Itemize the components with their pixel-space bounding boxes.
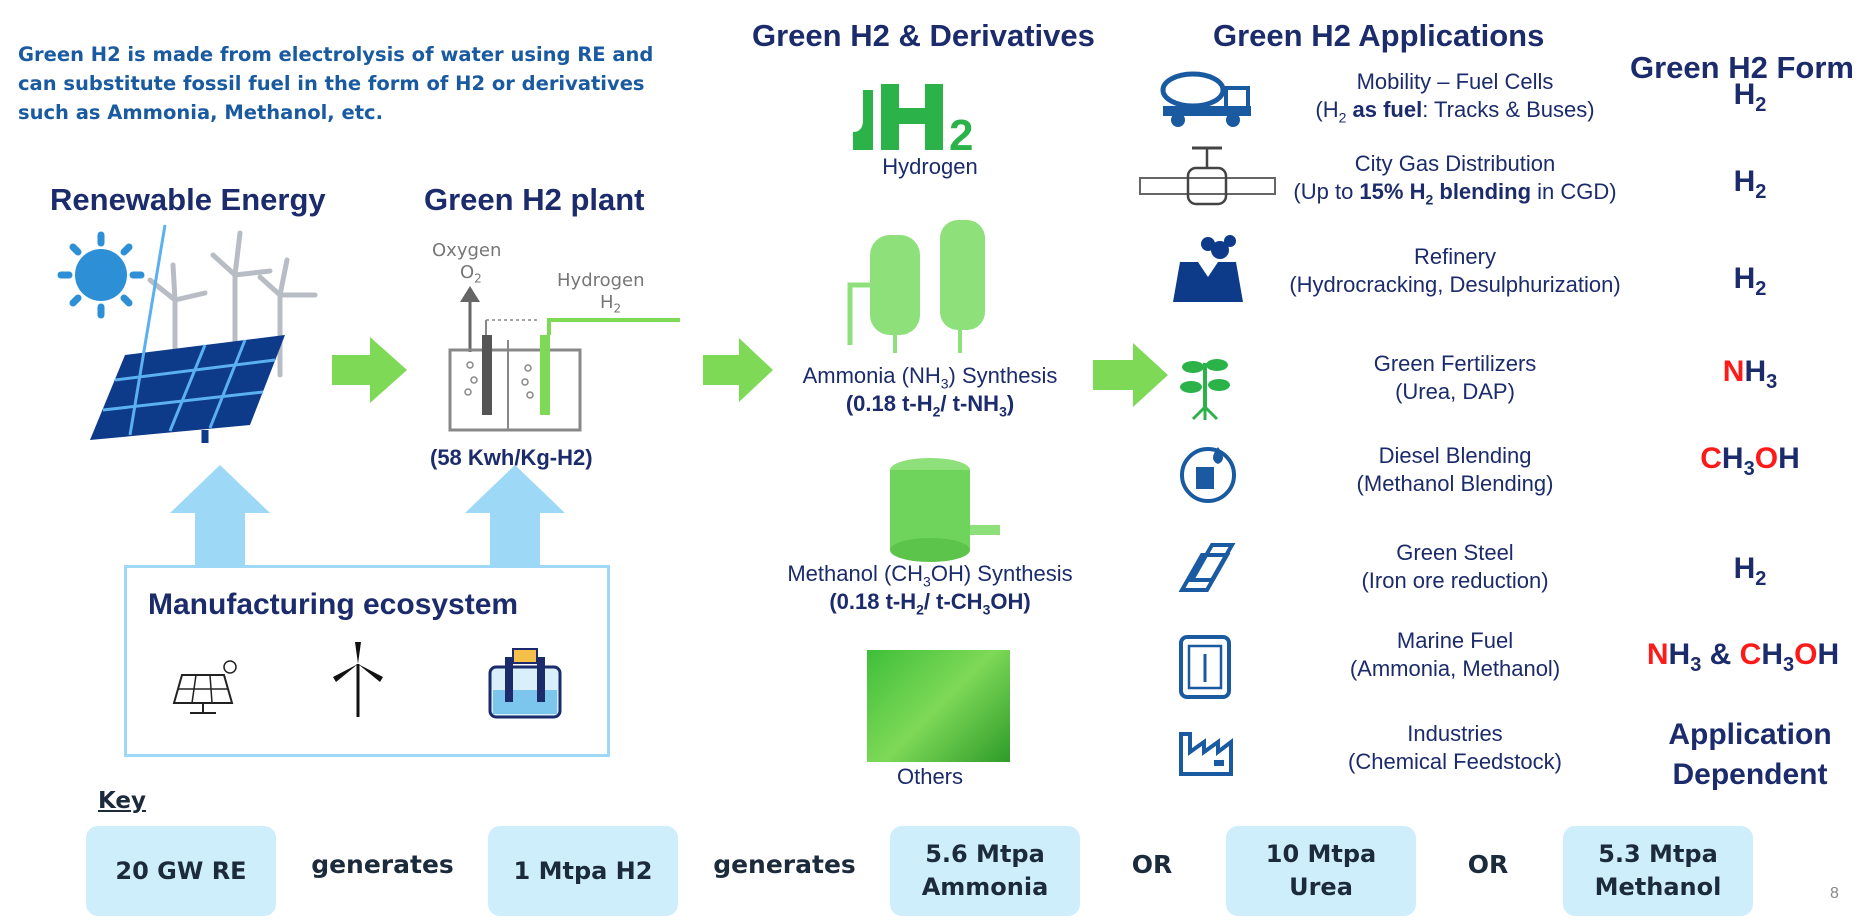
fuel-blending-icon xyxy=(1180,447,1236,503)
app-fertilizers: Green Fertilizers(Urea, DAP) xyxy=(1373,351,1537,404)
key-or-2: OR xyxy=(1467,850,1509,879)
renewable-energy-illustration xyxy=(57,224,318,443)
electrolyzer-icon xyxy=(488,648,562,719)
renewable-energy-title: Renewable Energy xyxy=(50,182,326,217)
solar-panel-icon xyxy=(172,660,237,714)
app-industries: Industries(Chemical Feedstock) xyxy=(1348,721,1562,774)
methanol-ratio-label: (0.18 t-H2/ t-CH3OH) xyxy=(829,589,1031,618)
fuel-sack-icon xyxy=(1179,635,1231,699)
intro-text: Green H2 is made from electrolysis of wa… xyxy=(18,43,654,124)
form-h2-steel: H2 xyxy=(1733,552,1767,590)
applications-title: Green H2 Applications xyxy=(1213,18,1545,53)
ammonia-plant-icon xyxy=(847,220,985,353)
key-box-h2: 1 Mtpa H2 xyxy=(488,826,678,916)
key-label: Key xyxy=(98,788,147,814)
methanol-plant-icon xyxy=(890,458,1000,562)
ammonia-ratio-label: (0.18 t-H2/ t-NH3) xyxy=(845,391,1015,420)
hydrogen-label: Hydrogen xyxy=(557,270,645,291)
app-steel: Green Steel(Iron ore reduction) xyxy=(1361,540,1549,593)
form-nh3: NH3 xyxy=(1722,355,1778,393)
truck-icon xyxy=(1160,71,1251,127)
svg-text:2: 2 xyxy=(949,111,973,160)
key-generates-1: generates xyxy=(311,850,454,879)
manufacturing-ecosystem-box xyxy=(124,565,610,757)
electrolyzer-illustration xyxy=(448,286,680,432)
derivatives-title: Green H2 & Derivatives xyxy=(752,18,1095,53)
arrow-right-icon xyxy=(703,338,773,402)
key-or-1: OR xyxy=(1131,850,1173,879)
solar-panel-icon xyxy=(90,224,285,443)
others-label: Others xyxy=(896,764,964,789)
methanol-synthesis-label: Methanol (CH3OH) Synthesis xyxy=(787,561,1073,590)
form-nh3-ch3oh: NH3 & CH3OH xyxy=(1646,638,1840,676)
app-diesel: Diesel Blending(Methanol Blending) xyxy=(1356,443,1554,496)
pipeline-valve-icon xyxy=(1139,146,1276,206)
others-image xyxy=(867,650,1010,762)
forms-title: Green H2 Form xyxy=(1630,50,1854,85)
key-generates-2: generates xyxy=(713,850,856,879)
plant-spec: (58 Kwh/Kg-H2) xyxy=(430,445,593,470)
key-box-re: 20 GW RE xyxy=(86,826,276,916)
form-ch3oh: CH3OH xyxy=(1700,442,1800,480)
page-number: 8 xyxy=(1830,885,1839,902)
factory-icon xyxy=(1179,732,1233,776)
app-cgd: City Gas Distribution (Up to 15% H2 blen… xyxy=(1293,151,1617,208)
o2-label: O2 xyxy=(460,262,482,286)
steel-beams-icon xyxy=(1178,543,1236,592)
app-refinery: Refinery(Hydrocracking, Desulphurization… xyxy=(1289,244,1621,297)
hydrogen-logo-icon: 2 xyxy=(853,84,973,160)
ammonia-synthesis-label: Ammonia (NH3) Synthesis xyxy=(802,363,1058,392)
form-h2-cgd: H2 xyxy=(1733,165,1767,203)
arrow-right-icon xyxy=(332,337,407,403)
plant-sprout-icon xyxy=(1180,359,1230,421)
wind-turbine-icon xyxy=(333,642,383,717)
arrow-right-icon xyxy=(1093,343,1168,407)
hydrogen-label: Hydrogen xyxy=(882,154,978,179)
app-marine: Marine Fuel(Ammonia, Methanol) xyxy=(1349,628,1561,681)
up-arrow-icon xyxy=(465,465,565,567)
refinery-icon xyxy=(1173,235,1243,302)
form-h2-refinery: H2 xyxy=(1733,262,1767,300)
h2-label: H2 xyxy=(600,292,622,316)
green-h2-plant-title: Green H2 plant xyxy=(424,182,645,217)
sun-icon xyxy=(57,231,145,319)
oxygen-label: Oxygen xyxy=(432,240,502,261)
wind-turbine-icon xyxy=(147,230,318,378)
up-arrow-icon xyxy=(170,465,270,567)
app-mobility: Mobility – Fuel Cells (H2 as fuel: Track… xyxy=(1315,69,1595,126)
manufacturing-title: Manufacturing ecosystem xyxy=(148,588,519,621)
form-h2-mobility: H2 xyxy=(1733,78,1767,116)
